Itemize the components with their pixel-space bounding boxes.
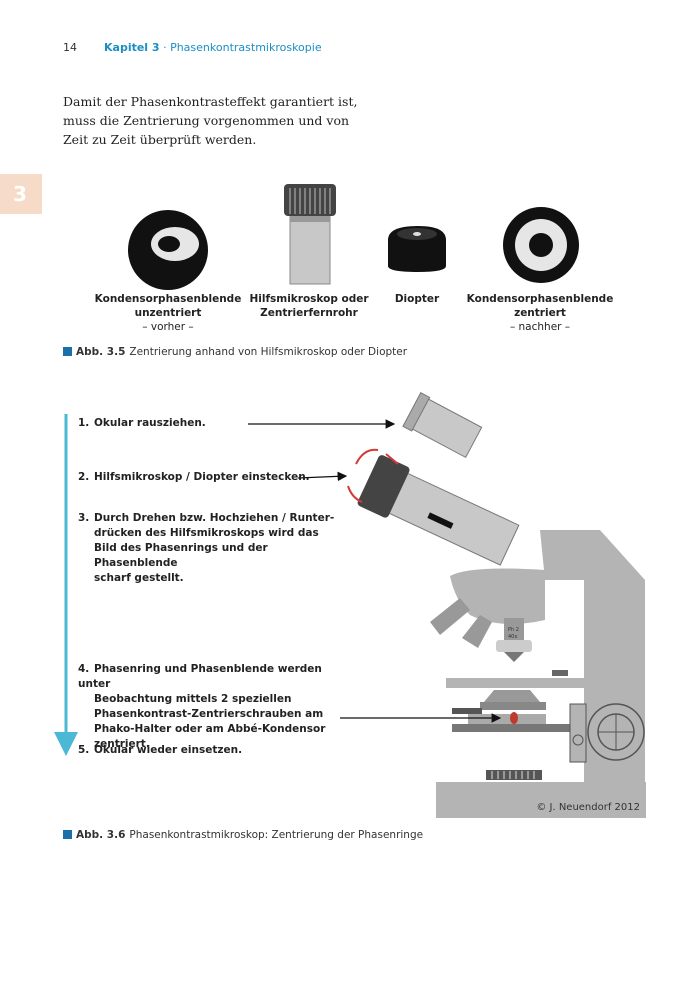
chapter-title: Phasenkontrastmikroskopie [170, 41, 322, 54]
label-uncentered: Kondensorphasenblende unzentriert – vorh… [94, 293, 242, 333]
step-3: 3.Durch Drehen bzw. Hochziehen / Runter-… [78, 512, 335, 584]
chapter-label: Kapitel 3 [104, 41, 160, 54]
objective-label-2: 40x [508, 634, 517, 640]
objective-label-1: Ph 2 [508, 627, 519, 633]
caption-square-icon [63, 347, 72, 356]
caption-square-icon [63, 830, 72, 839]
header-separator: · [159, 41, 171, 54]
auxiliary-microscope-image [284, 184, 336, 285]
label-auxiliary-microscope: Hilfsmikroskop oder Zentrierfernrohr [249, 293, 369, 319]
rotate-arrows-icon [347, 448, 399, 503]
step-5: 5.Okular wieder einsetzen. [78, 744, 243, 756]
microscope-stand [430, 530, 646, 818]
page-number: 14 [63, 41, 77, 54]
diopter-image [388, 226, 446, 272]
copyright: © J. Neuendorf 2012 [536, 802, 640, 813]
step-2: 2.Hilfsmikroskop / Diopter einstecken. [78, 471, 310, 483]
pointer-arrow-2 [297, 471, 348, 482]
label-centered: Kondensorphasenblende zentriert – nachhe… [466, 293, 614, 333]
running-head: Kapitel 3 · Phasenkontrastmikroskopie [104, 41, 322, 54]
figure-3-6-drawing: Ph 2 40x [54, 392, 646, 818]
step-4: 4.Phasenring und Phasenblende werden unt… [78, 663, 326, 750]
label-diopter: Diopter [394, 293, 440, 305]
step-1: 1.Okular rausziehen. [78, 417, 206, 429]
condenser-diaphragm-uncentered [128, 210, 208, 290]
figure-3-5-images [128, 184, 579, 290]
eyepiece-removed [402, 392, 483, 459]
microscope-tube [357, 455, 520, 566]
intro-paragraph: Damit der Phasenkontrasteffekt garantier… [63, 94, 358, 147]
condenser-diaphragm-centered [503, 207, 579, 283]
chapter-tab: 3 [0, 174, 42, 214]
